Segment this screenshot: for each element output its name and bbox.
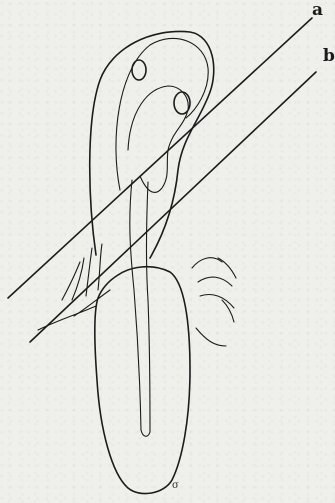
head-inner-outline — [116, 38, 208, 190]
label-b: b — [323, 46, 335, 66]
right-limb-5 — [196, 328, 226, 346]
right-limb-1 — [192, 258, 222, 268]
notochord — [147, 182, 151, 432]
right-limb-3 — [200, 295, 234, 309]
corner-mark: σ — [172, 480, 179, 491]
left-arch-3 — [86, 248, 92, 296]
neural-tube — [130, 180, 141, 430]
section-line-a — [8, 18, 312, 298]
section-line-b — [30, 72, 316, 342]
body-outline — [95, 267, 190, 494]
left-arch-4 — [98, 244, 102, 290]
neural-tube-tip — [141, 430, 150, 436]
left-arch-5 — [74, 290, 110, 316]
eye-small — [132, 60, 146, 80]
head-outline — [90, 31, 214, 258]
left-limb-bud — [38, 306, 96, 330]
right-limb-2 — [198, 277, 232, 286]
label-a: a — [312, 0, 323, 20]
right-limb-6 — [222, 300, 234, 322]
left-arch-1 — [62, 262, 80, 300]
